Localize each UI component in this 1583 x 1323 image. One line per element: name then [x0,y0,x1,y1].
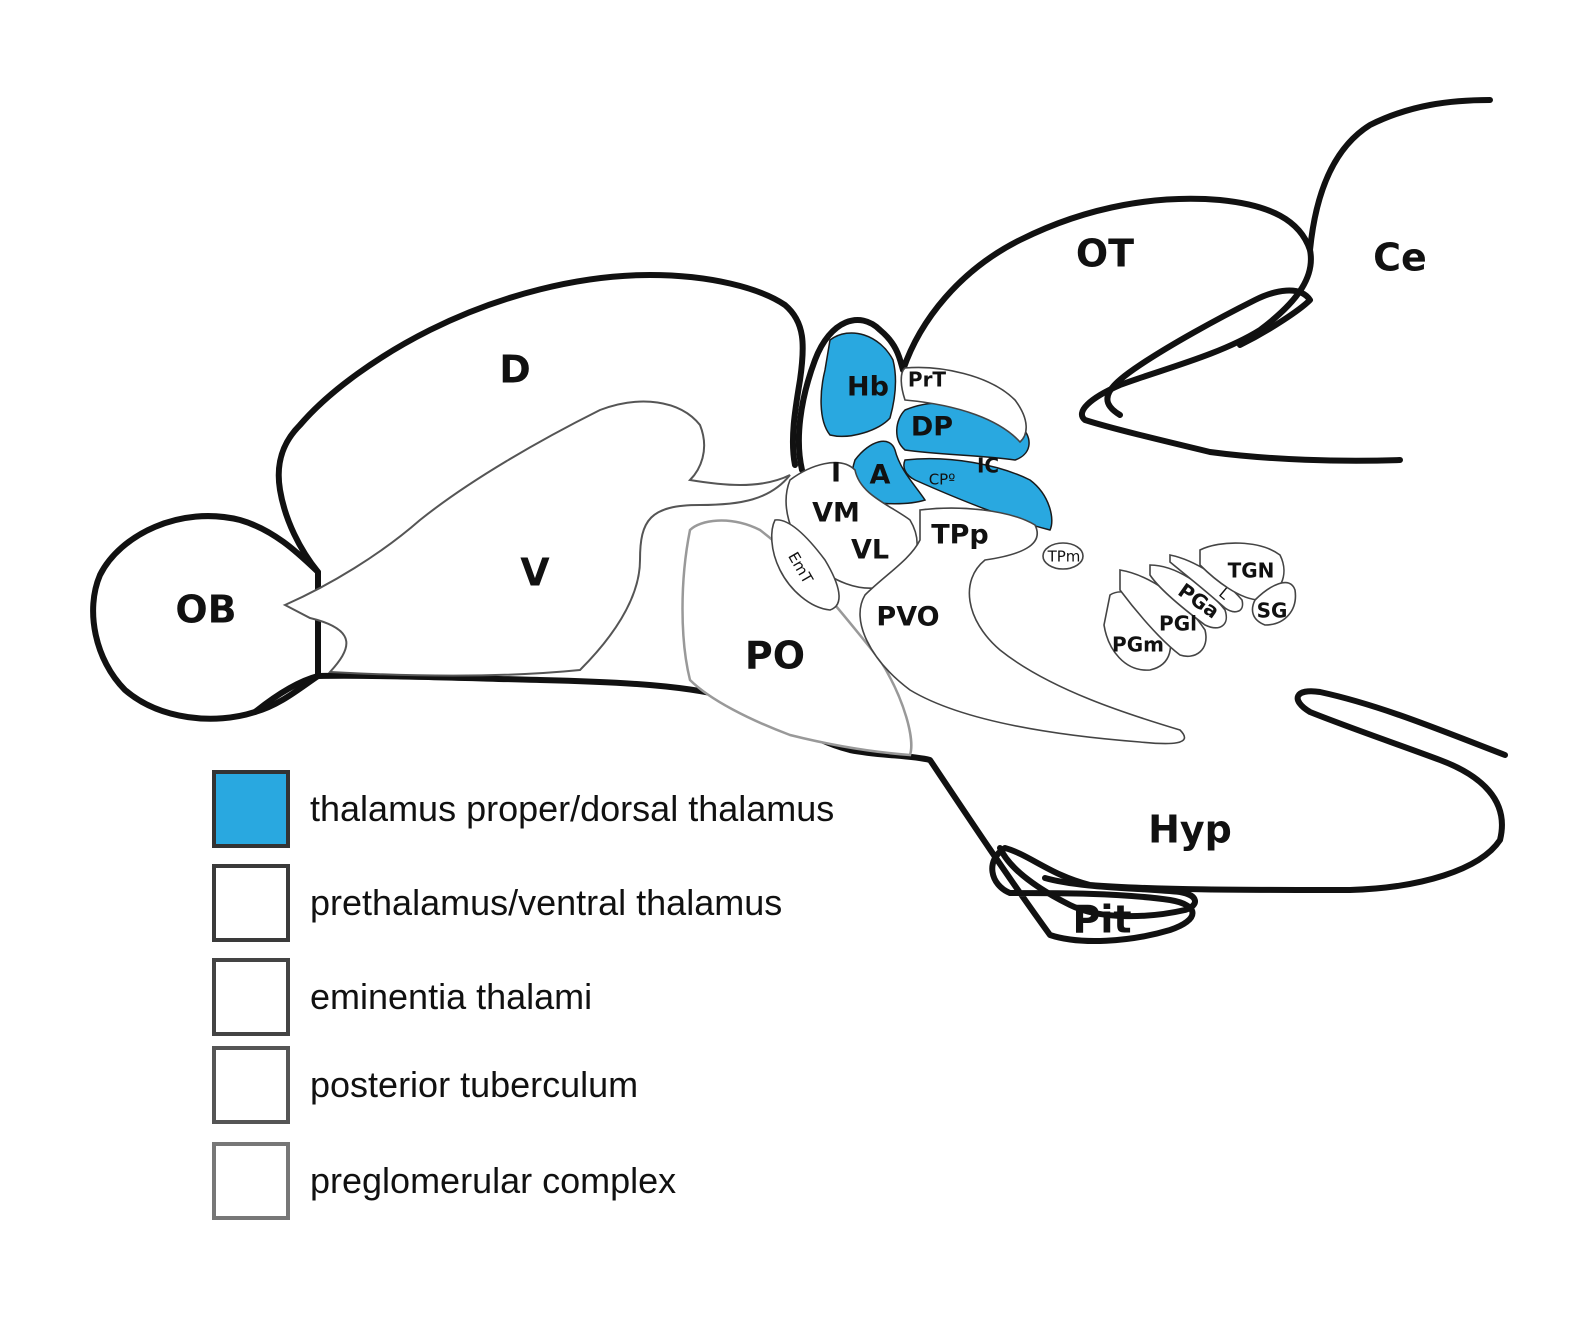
label-ob: OB [175,588,236,632]
label-pgl: PGl [1159,612,1197,636]
label-dp: DP [911,412,953,443]
legend-swatch [212,864,290,942]
legend-item-prethalamus: prethalamus/ventral thalamus [212,864,932,948]
legend-label: eminentia thalami [310,976,593,1017]
label-hyp: Hyp [1148,808,1232,852]
legend-label: preglomerular complex [310,1160,677,1201]
label-sg: SG [1257,599,1288,623]
pituitary-outline [997,845,1198,920]
cerebellum-inner-outline [1104,287,1313,418]
label-vl: VL [851,535,889,566]
ventral-outline [252,672,1196,945]
eminentia-thalami-region [770,519,840,611]
ventral-telencephalon-region [282,400,791,677]
legend-item-posterior-tuberculum: posterior tuberculum [212,1046,932,1130]
central-posterior-region [903,457,1053,531]
label-ce: Ce [1373,236,1427,280]
label-cpo: CPº [929,471,956,489]
label-pvo: PVO [876,602,939,633]
habenula-region [820,332,897,438]
legend-item-preglomerular-complex: preglomerular complex [212,1142,932,1226]
label-i: I [831,458,841,489]
label-pgm: PGm [1112,633,1164,657]
label-ic: IC [977,454,999,478]
sg-region [1251,581,1297,626]
tectum-outline [795,195,1403,473]
label-v: V [520,551,550,595]
cerebellum-outline [1307,97,1493,253]
label-prt: PrT [908,368,947,392]
label-tgn: TGN [1228,559,1275,583]
pretectum-region [900,366,1027,444]
hypothalamus-outline [989,688,1508,896]
posterior-tuberculum-region [859,507,1186,745]
legend-swatch [212,958,290,1036]
label-vm: VM [812,498,860,529]
label-hb: Hb [847,372,889,403]
legend-label: prethalamus/ventral thalamus [310,882,783,923]
label-tpm: TPm [1047,548,1081,566]
label-ot: OT [1076,232,1134,276]
label-tpp: TPp [931,520,989,551]
legend-item-eminentia-thalami: eminentia thalami [212,958,932,1042]
label-a: A [870,460,891,491]
label-d: D [499,348,531,392]
label-po: PO [745,634,805,678]
tpm-region [1042,542,1084,570]
legend-item-thalamus-proper: thalamus proper/dorsal thalamus [212,770,932,854]
label-pit: Pit [1072,898,1131,942]
legend-swatch [212,1142,290,1220]
legend-label: thalamus proper/dorsal thalamus [310,788,835,829]
telencephalon-outline [275,272,806,575]
legend-swatch [212,1046,290,1124]
legend-label: posterior tuberculum [310,1064,639,1105]
legend-swatch [212,770,290,848]
